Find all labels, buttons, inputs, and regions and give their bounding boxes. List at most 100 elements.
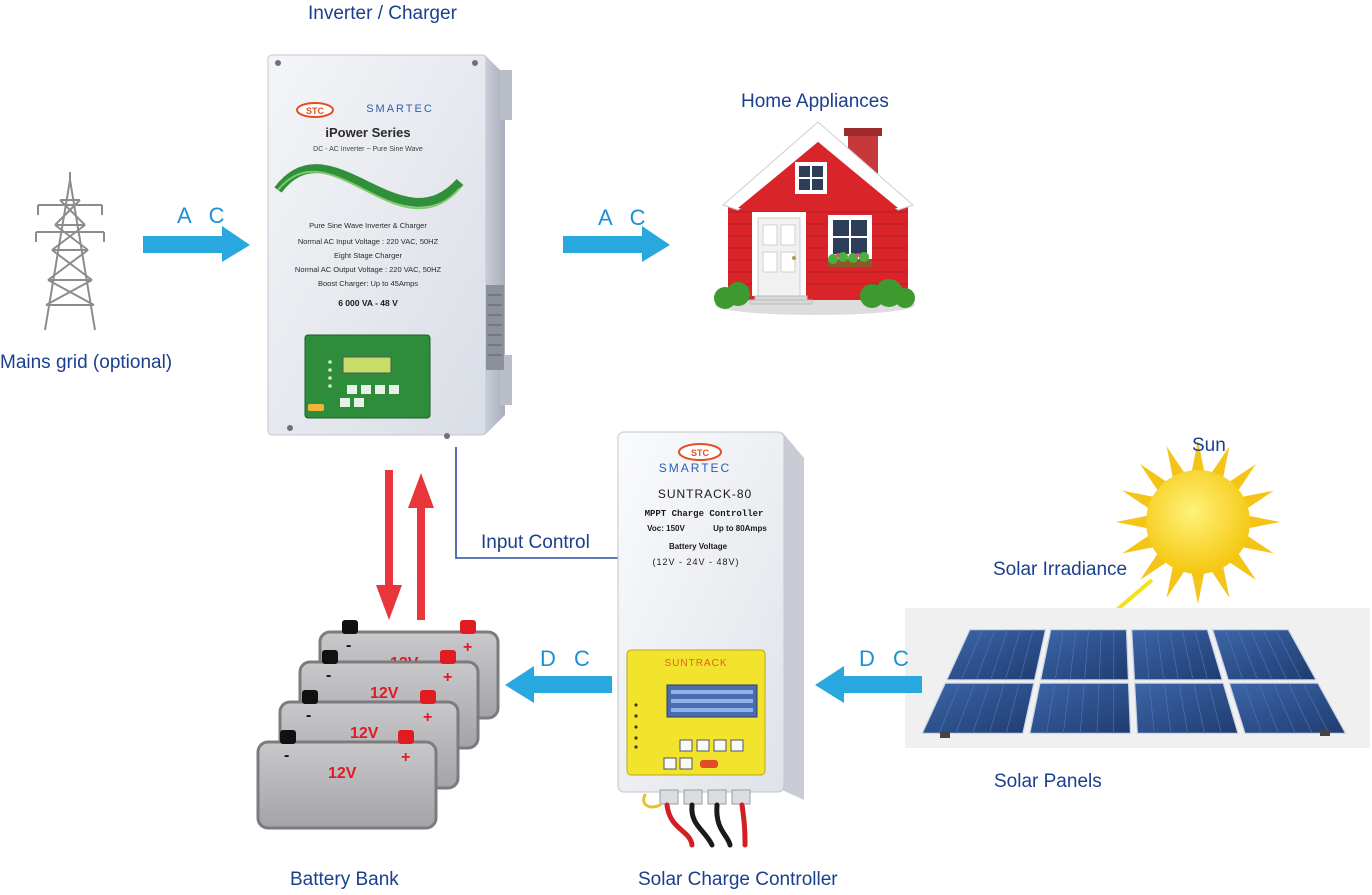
sun-ray	[1166, 565, 1186, 598]
sun-ray	[1228, 464, 1256, 492]
battery-plus: +	[401, 749, 410, 766]
solar-cell-line	[1005, 629, 1021, 680]
sun-ray	[1241, 534, 1274, 554]
battery-plus: +	[423, 709, 432, 726]
solar-cell-line	[975, 629, 996, 680]
solar-cell-line	[1243, 683, 1262, 734]
positive-terminal	[440, 650, 456, 664]
battery-bank: -+12V-+12V-+12V-+12V	[256, 620, 500, 830]
solar-panel-module	[1039, 629, 1130, 681]
battery-minus: -	[284, 747, 289, 764]
solar-panels-icon	[905, 608, 1370, 748]
sun-ray	[1140, 552, 1168, 580]
ac-label-grid: A C	[177, 203, 231, 228]
controller-brand: SMARTEC	[659, 461, 731, 475]
solar-cell-line	[972, 683, 990, 734]
power-tower-icon	[35, 172, 105, 331]
negative-terminal	[302, 690, 318, 704]
positive-terminal	[420, 690, 436, 704]
ac-arrow-grid	[143, 226, 250, 262]
sun-ray	[1122, 534, 1155, 554]
inverter-title-label: Inverter / Charger	[308, 3, 457, 24]
inverter-spec-2: Normal AC Input Voltage : 220 VAC, 50HZ	[298, 237, 439, 246]
battery-voltage: 12V	[328, 765, 357, 782]
controller-type: MPPT Charge Controller	[645, 509, 764, 519]
solar-cell-line	[1302, 683, 1330, 734]
sun-ray	[1140, 464, 1168, 492]
inverter-charger: STC SMARTEC iPower Series DC - AC Invert…	[267, 54, 512, 439]
dc-label-panels: D C	[859, 646, 915, 671]
sun-ray	[1228, 552, 1256, 580]
house-icon	[714, 121, 915, 315]
solar-cell-line	[1237, 629, 1258, 680]
solar-panel-module	[1029, 682, 1132, 734]
inverter-spec-1: Pure Sine Wave Inverter & Charger	[309, 221, 427, 230]
sun-ray	[1122, 490, 1155, 510]
controller-amps: Up to 80Amps	[713, 524, 767, 533]
solar-cell-line	[1178, 683, 1188, 734]
solar-cell-line	[1098, 629, 1102, 680]
inverter-logo: STC	[306, 106, 325, 116]
controller-panel-brand: SUNTRACK	[664, 658, 727, 669]
solar-cell-line	[1275, 629, 1302, 680]
controller-battery-voltage-title: Battery Voltage	[669, 542, 728, 551]
controller-voc: Voc: 150V	[647, 524, 685, 533]
sun-ray	[1241, 490, 1274, 510]
positive-terminal	[398, 730, 414, 744]
input-control-label: Input Control	[481, 532, 590, 553]
solar-cell-line	[1163, 683, 1172, 734]
solar-cell-line	[1194, 629, 1208, 680]
battery-voltage: 12V	[370, 685, 399, 702]
battery-charge-arrows	[376, 470, 434, 620]
solar-cell-line	[989, 683, 1005, 734]
battery-minus: -	[306, 707, 311, 724]
solar-charge-controller-label: Solar Charge Controller	[638, 869, 838, 890]
solar-cell-line	[1063, 683, 1070, 734]
negative-terminal	[342, 620, 358, 634]
inverter-brand: SMARTEC	[366, 103, 434, 115]
battery-unit: - +12V	[256, 730, 438, 830]
solar-cell-line	[1069, 629, 1077, 680]
input-control-line	[455, 447, 618, 559]
solar-cell-line	[938, 683, 961, 734]
solar-cell-line	[1005, 683, 1020, 734]
solar-cell-line	[1054, 629, 1064, 680]
battery-case	[256, 740, 438, 830]
sun-ray	[1166, 446, 1186, 479]
sun-icon	[1116, 440, 1280, 604]
positive-terminal	[460, 620, 476, 634]
dc-arrow-panels	[815, 666, 922, 703]
solar-cell-line	[1084, 629, 1089, 680]
sun-ray	[1210, 446, 1230, 479]
solar-cell-line	[1193, 683, 1205, 734]
solar-cell-line	[961, 629, 983, 680]
solar-cell-line	[1046, 683, 1055, 734]
solar-cell-line	[1273, 683, 1296, 734]
solar-cell-line	[1258, 683, 1279, 734]
negative-terminal	[322, 650, 338, 664]
solar-cell-line	[1096, 683, 1100, 734]
solar-cell-line	[1156, 629, 1164, 680]
solar-cell-line	[1019, 629, 1034, 680]
sun-ray	[1116, 515, 1149, 529]
solar-charge-controller: STC SMARTEC SUNTRACK-80 MPPT Charge Cont…	[617, 431, 804, 848]
inverter-tagline: DC - AC Inverter ~ Pure Sine Wave	[313, 146, 423, 153]
battery-minus: -	[346, 637, 351, 654]
ac-arrow-home	[563, 226, 670, 262]
inverter-rating: 6 000 VA - 48 V	[338, 298, 398, 308]
solar-panels-label: Solar Panels	[994, 771, 1102, 792]
inverter-spec-5: Boost Charger: Up to 45Amps	[318, 279, 418, 288]
inverter-series: iPower Series	[325, 125, 410, 140]
solar-cell-line	[955, 683, 976, 734]
solar-cell-line	[1169, 629, 1179, 680]
solar-irradiance-label: Solar Irradiance	[993, 559, 1128, 580]
solar-cell-line	[1181, 629, 1194, 680]
solar-cell-line	[1224, 629, 1244, 680]
sun-ray	[1191, 571, 1205, 604]
mains-grid-label: Mains grid (optional)	[0, 352, 173, 373]
sun-ray	[1191, 440, 1205, 473]
solar-cell-line	[990, 629, 1008, 680]
dc-label-battery: D C	[540, 646, 596, 671]
solar-cell-line	[1250, 629, 1273, 680]
